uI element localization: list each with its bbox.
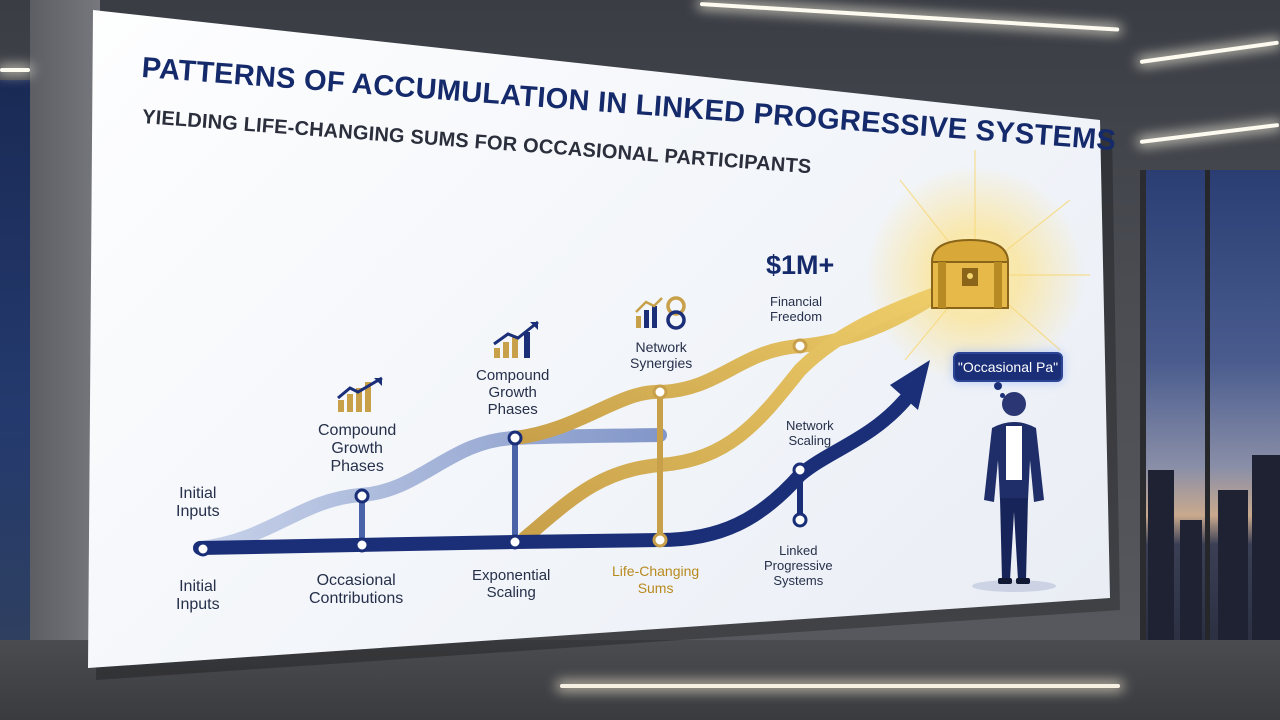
money-label: $1M+ [766, 256, 834, 274]
line: Network Synergies [630, 339, 692, 371]
line: Initial Inputs [176, 578, 220, 614]
growth-chart-icon [494, 322, 538, 358]
label-exponential-scaling: Exponential Scaling [472, 567, 550, 601]
growth-chart-icon [338, 378, 382, 412]
label-network-synergies: Network Synergies [630, 339, 692, 371]
label-initial-inputs-top: Initial Inputs [176, 485, 220, 521]
network-growth-icon [636, 298, 684, 328]
label-initial-inputs-bottom: Initial Inputs [176, 578, 220, 614]
line: Occasional Contributions [309, 572, 403, 608]
line: Linked Progressive Systems [764, 543, 833, 588]
line: Exponential Scaling [472, 567, 550, 601]
person-figure [972, 392, 1056, 592]
line: Compound Growth Phases [476, 367, 549, 418]
label-compound-growth-1: Compound Growth Phases [318, 422, 396, 476]
speech-bubble: "Occasional Pa" [953, 352, 1063, 382]
line: Compound Growth Phases [318, 422, 396, 476]
label-compound-growth-2: Compound Growth Phases [476, 367, 549, 418]
line: Life-Changing Sums [612, 563, 699, 597]
treasure-chest-icon [932, 240, 1008, 308]
bubble-tail-dot [994, 382, 1002, 390]
label-financial-freedom: Financial Freedom [770, 294, 822, 324]
label-occasional-contributions: Occasional Contributions [309, 572, 403, 608]
bubble-tail-dot [1000, 393, 1005, 398]
line: Initial Inputs [176, 485, 220, 521]
line: Network Scaling [786, 418, 834, 448]
label-network-scaling: Network Scaling [786, 418, 834, 448]
line: Financial Freedom [770, 294, 822, 324]
label-life-changing-sums: Life-Changing Sums [612, 563, 699, 597]
label-linked-progressive-systems: Linked Progressive Systems [764, 543, 833, 588]
